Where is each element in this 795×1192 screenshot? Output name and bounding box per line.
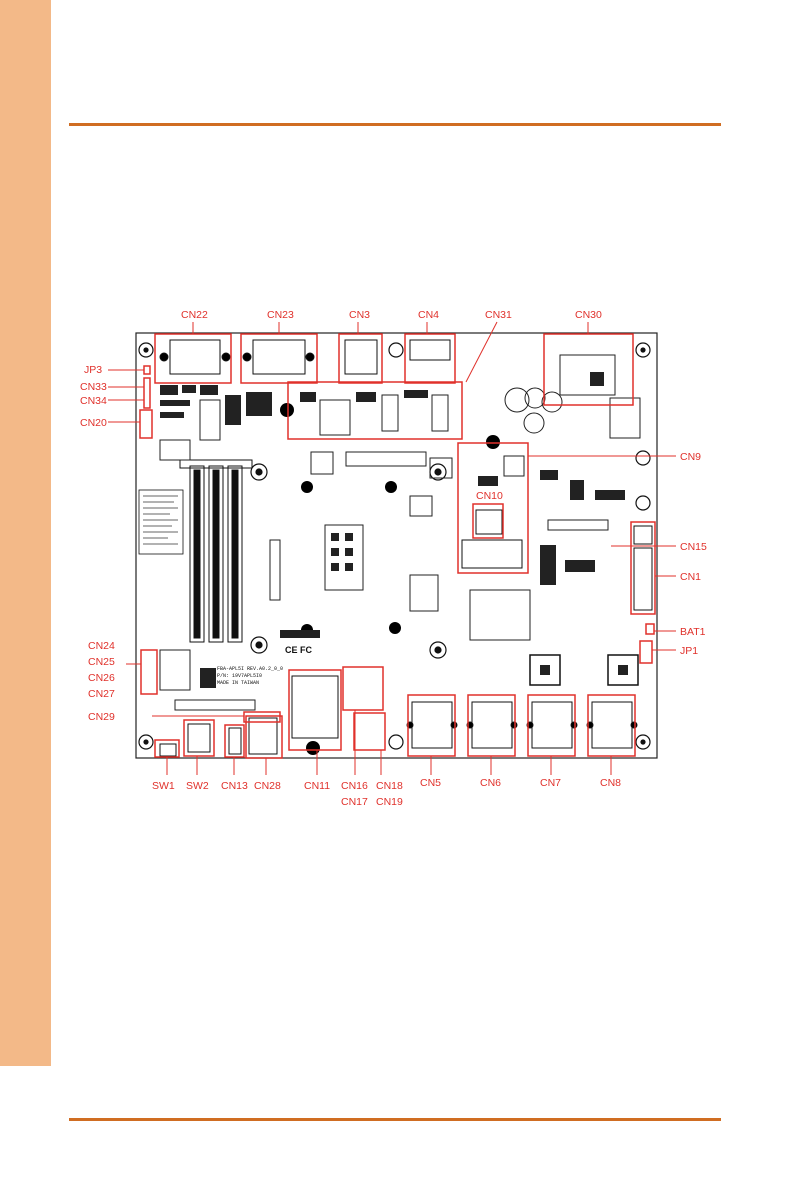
label-cn33: CN33: [80, 381, 107, 393]
label-jp3: JP3: [84, 364, 102, 376]
label-cn23: CN23: [267, 309, 294, 321]
label-cn15: CN15: [680, 541, 707, 553]
label-cn30: CN30: [575, 309, 602, 321]
label-cn8: CN8: [600, 777, 621, 789]
label-cn3: CN3: [349, 309, 370, 321]
label-jp1: JP1: [680, 645, 698, 657]
label-cn7: CN7: [540, 777, 561, 789]
label-cn28: CN28: [254, 780, 281, 792]
label-cn17: CN17: [341, 796, 368, 808]
label-cn9: CN9: [680, 451, 701, 463]
label-cn5: CN5: [420, 777, 441, 789]
label-cn20: CN20: [80, 417, 107, 429]
label-sw1: SW1: [152, 780, 175, 792]
label-cn13: CN13: [221, 780, 248, 792]
label-cn25: CN25: [88, 656, 115, 668]
silk-part-number: P/N: 19V7APL5I0: [217, 673, 262, 679]
board-sticker: [139, 490, 183, 554]
label-sw2: SW2: [186, 780, 209, 792]
cert-marks: CE FC: [285, 645, 313, 655]
label-cn10: CN10: [476, 490, 503, 502]
label-cn29: CN29: [88, 711, 115, 723]
label-cn27: CN27: [88, 688, 115, 700]
label-cn6: CN6: [480, 777, 501, 789]
label-cn26: CN26: [88, 672, 115, 684]
label-cn18: CN18: [376, 780, 403, 792]
silk-model: FBA-APL5I REV.A0.2_0_0: [217, 666, 283, 672]
label-cn16: CN16: [341, 780, 368, 792]
label-cn1: CN1: [680, 571, 701, 583]
label-cn24: CN24: [88, 640, 115, 652]
label-bat1: BAT1: [680, 626, 706, 638]
label-cn34: CN34: [80, 395, 107, 407]
silk-origin: MADE IN TAIWAN: [217, 680, 259, 686]
label-cn31: CN31: [485, 309, 512, 321]
label-cn22: CN22: [181, 309, 208, 321]
label-cn4: CN4: [418, 309, 439, 321]
label-cn11: CN11: [304, 780, 330, 792]
label-cn19: CN19: [376, 796, 403, 808]
